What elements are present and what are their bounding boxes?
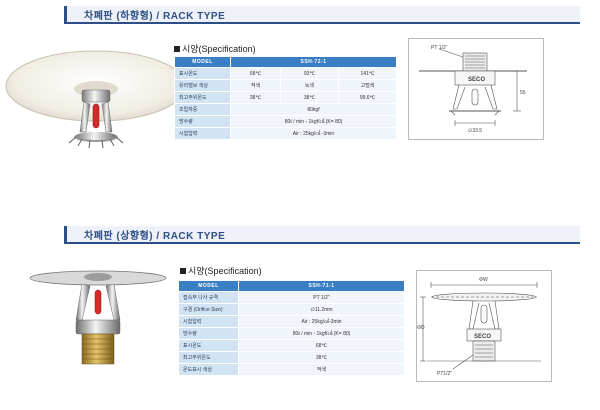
cell-value: 80kgf	[230, 103, 397, 116]
spec-heading-text: 시양(Specification)	[182, 44, 256, 54]
cell-value: PT 1/2"	[238, 291, 405, 304]
row-label: 시험압력	[178, 315, 239, 328]
red-bulb-icon	[94, 289, 102, 315]
cell-value: 38℃	[230, 91, 281, 104]
spec-table-upright: MODEL SSH-71-1 접속부 나사 규격 PT 1/2" 구경 (Ori…	[178, 280, 405, 376]
thread-label: PT 1/2"	[431, 45, 448, 51]
table-row: 방수량 80ℓ / min - 1kgf/㎠ (K= 80)	[178, 327, 405, 340]
table-row: 최고주위온도 38℃	[178, 351, 405, 364]
technical-drawing-upright: ΦW ΦD SECO PT1/2"	[416, 270, 552, 382]
row-label: 시험압력	[174, 127, 231, 140]
table-row: 최고주위온도 38℃ 38℃ 99.6℃	[174, 91, 397, 104]
spec-table-pendent: MODEL SSH-72-1 표시온도 68℃ 93℃ 141℃ 유리벌브 색상…	[174, 56, 397, 140]
brand-label: SECO	[468, 77, 485, 83]
model-label: MODEL	[178, 280, 239, 292]
table-row: 조립하중 80kgf	[174, 103, 397, 116]
section-title: 차폐판 (하향형) / RACK TYPE	[84, 11, 226, 22]
row-label: 방수량	[174, 115, 231, 128]
row-label: 최고주위온도	[174, 91, 231, 104]
header-marker	[64, 6, 67, 22]
cell-value: 고털색	[338, 79, 397, 92]
model-value: SSH-72-1	[230, 56, 397, 68]
cell-value: 80ℓ / min - 1kgf/㎠ (K= 80)	[230, 115, 397, 128]
technical-drawing-pendent: PT 1/2" SECO 55 ∅33.5	[408, 38, 544, 140]
table-row: 유리벌브 색상 적색 녹색 고털색	[174, 79, 397, 92]
table-row: 구경 (Orifice Size) ∅11.2mm	[178, 303, 405, 316]
row-label: 유리벌브 색상	[174, 79, 231, 92]
cell-value: Air : 25kg/㎠-3min	[238, 315, 405, 328]
cell-value: 93℃	[280, 67, 339, 80]
table-header-row: MODEL SSH-72-1	[174, 56, 397, 68]
table-row: 표시온도 68℃	[178, 339, 405, 352]
cell-value: 141℃	[338, 67, 397, 80]
model-value: SSH-71-1	[238, 280, 405, 292]
table-row: 표시온도 68℃ 93℃ 141℃	[174, 67, 397, 80]
section-header-pendent: 차폐판 (하향형) / RACK TYPE	[64, 6, 580, 24]
diameter-dimension: ∅33.5	[468, 128, 482, 134]
table-row: 시험압력 Air : 25kg/㎠ -3min	[174, 127, 397, 140]
row-label: 최고주위온도	[178, 351, 239, 364]
cell-value: 68℃	[238, 339, 405, 352]
thread-label: PT1/2"	[437, 371, 452, 377]
row-label: 접속부 나사 규격	[178, 291, 239, 304]
row-label: 조립하중	[174, 103, 231, 116]
table-row: 온도표시 색상 적색	[178, 363, 405, 376]
square-bullet-icon	[180, 268, 186, 274]
cell-value: 38℃	[280, 91, 339, 104]
table-row: 접속부 나사 규격 PT 1/2"	[178, 291, 405, 304]
row-label: 표시온도	[174, 67, 231, 80]
pendent-sprinkler-photo	[5, 50, 187, 149]
upright-sprinkler-photo	[29, 270, 167, 365]
square-bullet-icon	[174, 46, 180, 52]
table-header-row: MODEL SSH-71-1	[178, 280, 405, 292]
height-dimension: ΦD	[417, 325, 425, 331]
model-label: MODEL	[174, 56, 231, 68]
cell-value: 적색	[230, 79, 281, 92]
section-header-upright: 차폐판 (상향형) / RACK TYPE	[64, 226, 580, 244]
spec-heading: 시양(Specification)	[180, 264, 262, 277]
cell-value: ∅11.2mm	[238, 303, 405, 316]
upright-drawing-svg: ΦW ΦD SECO PT1/2"	[417, 277, 541, 377]
table-row: 방수량 80ℓ / min - 1kgf/㎠ (K= 80)	[174, 115, 397, 128]
cell-value: 99.6℃	[338, 91, 397, 104]
cell-value: 80ℓ / min - 1kgf/㎠ (K= 80)	[238, 327, 405, 340]
spec-heading: 시양(Specification)	[174, 42, 256, 55]
cell-value: 38℃	[238, 351, 405, 364]
pendent-drawing-svg: PT 1/2" SECO 55 ∅33.5	[419, 45, 527, 134]
height-dimension: 55	[520, 90, 526, 96]
row-label: 방수량	[178, 327, 239, 340]
row-label: 표시온도	[178, 339, 239, 352]
cell-value: Air : 25kg/㎠ -3min	[230, 127, 397, 140]
cell-value: 적색	[238, 363, 405, 376]
width-dimension: ΦW	[479, 277, 488, 283]
cell-value: 68℃	[230, 67, 281, 80]
row-label: 온도표시 색상	[178, 363, 239, 376]
header-marker	[64, 226, 67, 242]
cell-value: 녹색	[280, 79, 339, 92]
spec-heading-text: 시양(Specification)	[188, 266, 262, 276]
row-label: 구경 (Orifice Size)	[178, 303, 239, 316]
brand-label: SECO	[474, 334, 491, 340]
table-row: 시험압력 Air : 25kg/㎠-3min	[178, 315, 405, 328]
red-bulb-icon	[92, 103, 100, 129]
section-title: 차폐판 (상향형) / RACK TYPE	[84, 231, 226, 242]
